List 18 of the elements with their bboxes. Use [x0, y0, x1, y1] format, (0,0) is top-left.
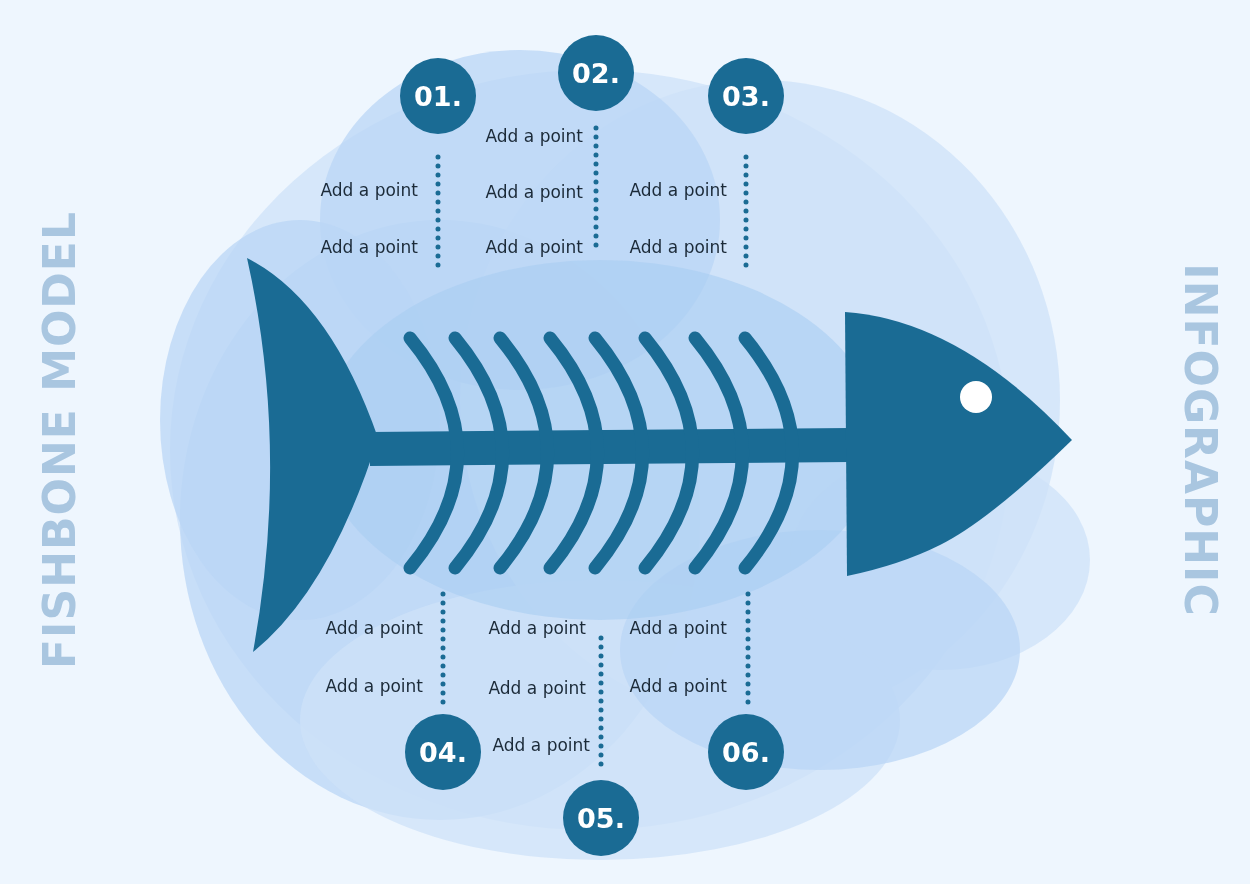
- side-title: FISHBONE MODEL: [35, 211, 85, 669]
- point-text: Add a point: [485, 236, 583, 258]
- point-text: Add a point: [629, 617, 727, 639]
- point-text: Add a point: [629, 236, 727, 258]
- point-text: Add a point: [320, 236, 418, 258]
- point-text: Add a point: [492, 734, 590, 756]
- point-text: Add a point: [488, 677, 586, 699]
- point-text: Add a point: [325, 617, 423, 639]
- number-circle: 02.: [558, 35, 634, 111]
- point-text: Add a point: [485, 181, 583, 203]
- point-text: Add a point: [629, 179, 727, 201]
- side-title: INFOGRAPHIC: [1175, 263, 1225, 617]
- number-circle: 03.: [708, 58, 784, 134]
- point-text: Add a point: [629, 675, 727, 697]
- point-text: Add a point: [485, 125, 583, 147]
- point-text: Add a point: [488, 617, 586, 639]
- point-text: Add a point: [320, 179, 418, 201]
- point-text: Add a point: [325, 675, 423, 697]
